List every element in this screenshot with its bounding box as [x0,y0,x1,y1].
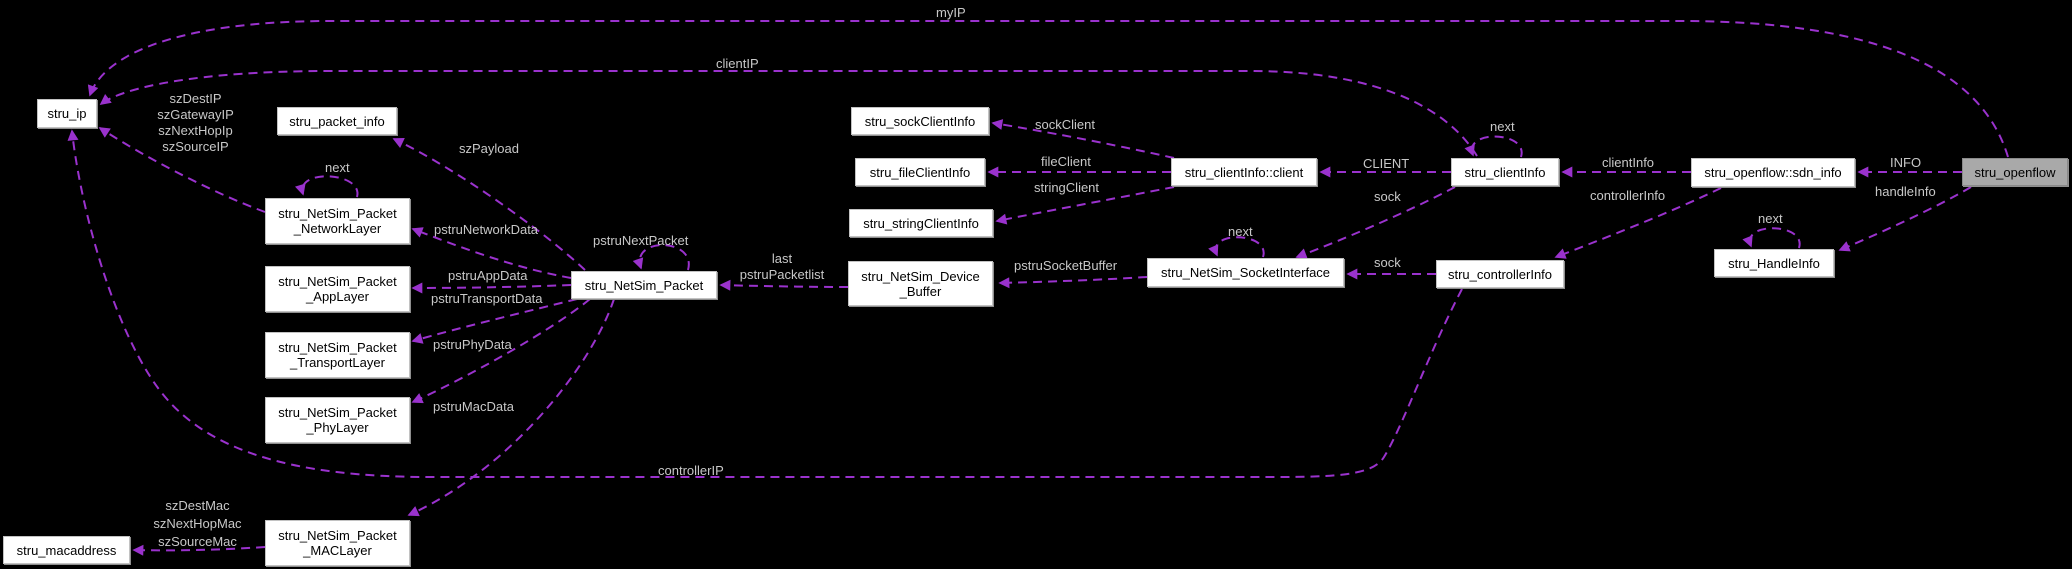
edge-pstruSocketBuffer [998,276,1148,289]
edge-next-networklayer-loop [295,175,359,198]
edge-sock-clientinfo [1295,186,1456,259]
edge-label-sock-clientinfo: sock [1374,189,1401,204]
edge-pstruPhyData [411,298,591,404]
edge-label-controllerIP: controllerIP [658,463,724,478]
edge-label-clientInfo: clientInfo [1602,155,1655,170]
edge-label-next-socketinterface: next [1228,224,1253,239]
node-stru_fileClientInfo[interactable]: stru_fileClientInfo [855,158,985,186]
edge-controllerIP [67,129,1463,478]
edge-label-handleInfo: handleInfo [1875,184,1936,199]
node-stru_stringClientInfo[interactable]: stru_stringClientInfo [849,209,993,237]
edge-next-handleinfo-loop [1742,227,1801,249]
edge-label-next-clientinfo: next [1490,119,1515,134]
edge-ip-fields [98,127,266,213]
edge-pstruNetworkData [411,227,572,279]
edge-pstruMacData [407,298,615,517]
edge-controllerInfo [1554,187,1722,259]
edge-mac-fields [132,544,266,556]
edge-label-pstruNextPacket: pstruNextPacket [593,233,689,248]
edge-label-pstruPhyData: pstruPhyData [433,337,512,352]
edge-szPayload [392,138,586,271]
node-stru_clientInfo[interactable]: stru_clientInfo [1451,158,1559,186]
edge-label-myIP: myIP [936,5,966,20]
node-stru_NetSim_Packet[interactable]: stru_NetSim_Packet [571,271,717,299]
node-stru_NetSim_Packet_AppLayer[interactable]: stru_NetSim_Packet _AppLayer [265,266,410,312]
node-stru_clientInfo-client[interactable]: stru_clientInfo::client [1171,158,1317,186]
edge-handleInfo [1838,186,1972,252]
edge-label-mac-fields: szDestMac szNextHopMac szSourceMac [153,498,242,549]
edge-label-INFO: INFO [1890,155,1922,170]
edge-stringClient [995,186,1175,225]
node-stru_macaddress[interactable]: stru_macaddress [3,536,130,564]
edge-next-socketinterface-loop [1208,236,1265,258]
node-stru_openflow: stru_openflow [1962,158,2068,186]
edge-label-szPayload: szPayload [459,141,519,156]
edge-pstruNextPacket-loop [632,244,690,271]
node-stru_NetSim_Packet_PhyLayer[interactable]: stru_NetSim_Packet _PhyLayer [265,397,410,443]
edge-label-next-networklayer: next [325,160,350,175]
node-stru_HandleInfo[interactable]: stru_HandleInfo [1714,249,1834,277]
edge-label-fileClient: fileClient [1041,154,1091,169]
node-stru_NetSim_Packet_TransportLayer[interactable]: stru_NetSim_Packet _TransportLayer [265,332,410,378]
edge-label-sockClient: sockClient [1035,117,1095,132]
edge-label-pstruNetworkData: pstruNetworkData [434,222,539,237]
node-stru_controllerInfo[interactable]: stru_controllerInfo [1436,260,1564,288]
edge-label-controllerInfo: controllerInfo [1590,188,1666,203]
edge-label-CLIENT: CLIENT [1363,156,1410,171]
edge-sockClient [991,119,1175,159]
edge-next-clientinfo-loop [1464,135,1523,158]
edge-label-clientIP: clientIP [716,56,759,71]
node-stru_NetSim_SocketInterface[interactable]: stru_NetSim_SocketInterface [1147,258,1344,287]
edge-label-pstruMacData: pstruMacData [433,399,514,414]
edge-label-sock-controllerinfo: sock [1374,255,1401,270]
edge-label-ip-fields: szDestIP szGatewayIP szNextHopIp szSourc… [157,91,234,154]
edge-label-pstruAppData: pstruAppData [448,268,528,283]
edge-label-pstruSocketBuffer: pstruSocketBuffer [1014,258,1118,273]
edge-pstruAppData [411,282,572,294]
node-stru_openflow-sdn_info[interactable]: stru_openflow::sdn_info [1691,158,1855,187]
node-stru_ip[interactable]: stru_ip [37,99,97,128]
edge-label-last-pstruPacketlist: last pstruPacketlist [739,251,825,282]
node-stru_NetSim_Packet_NetworkLayer[interactable]: stru_NetSim_Packet _NetworkLayer [265,198,410,244]
node-stru_NetSim_Device_Buffer[interactable]: stru_NetSim_Device _Buffer [848,261,993,306]
node-stru_packet_info[interactable]: stru_packet_info [277,107,397,135]
edge-pstruTransportData [411,298,578,344]
edge-label-stringClient: stringClient [1034,180,1100,195]
edge-last-pstruPacketlist [719,279,849,291]
edge-label-pstruTransportData: pstruTransportData [431,291,543,306]
edge-label-next-handleinfo: next [1758,211,1783,226]
edge-myIP [87,20,2009,158]
node-stru_sockClientInfo[interactable]: stru_sockClientInfo [851,107,989,135]
node-stru_NetSim_Packet_MACLayer[interactable]: stru_NetSim_Packet _MACLayer [265,520,410,566]
